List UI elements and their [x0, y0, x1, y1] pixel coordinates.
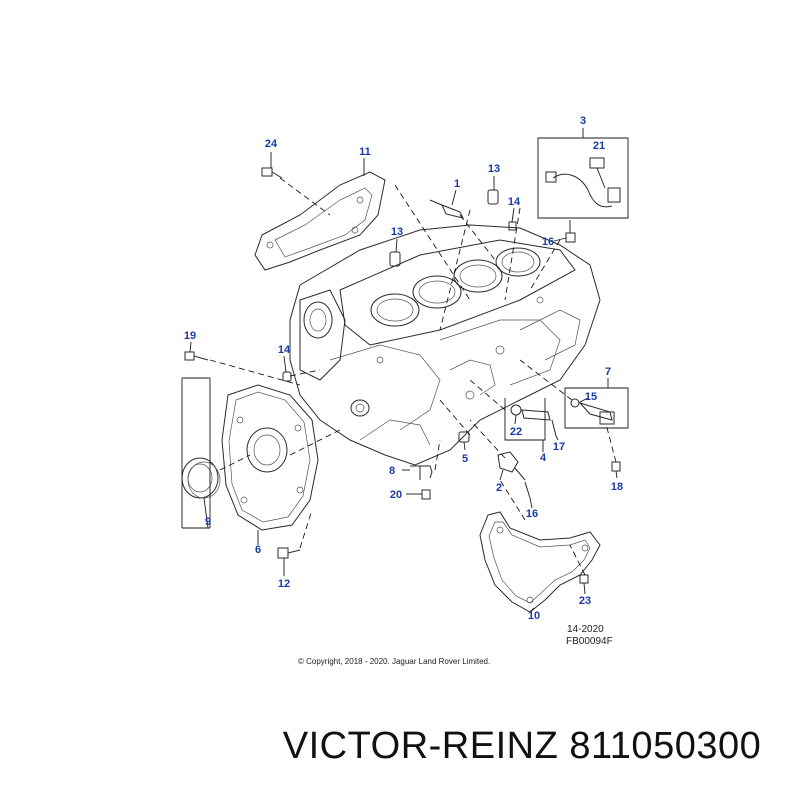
- callout-9: 9: [205, 516, 211, 528]
- plug-13-top: [487, 189, 499, 205]
- bolt-17: [551, 419, 557, 437]
- callout-19: 19: [184, 330, 196, 342]
- bolt-23: [579, 574, 589, 584]
- bolt-18: [611, 461, 621, 472]
- bolt-16-upper: [565, 220, 576, 243]
- callout-labels: 24 11 1 13 14 13 3 21 16 19 14 9 6 12 8 …: [184, 115, 623, 622]
- callout-7: 7: [605, 366, 611, 378]
- callout-16-lower: 16: [526, 508, 538, 520]
- group-3-box: [537, 128, 629, 219]
- brand-part-number: VICTOR-REINZ 811050300: [283, 725, 761, 767]
- group-7-box: [564, 378, 629, 429]
- callout-20: 20: [390, 489, 402, 501]
- plug-13-mid: [389, 251, 401, 267]
- bolt-19: [184, 351, 209, 361]
- plug-5: [458, 431, 470, 443]
- bolt-24: [261, 167, 283, 179]
- callout-12: 12: [278, 578, 290, 590]
- sensor-2: [497, 451, 526, 481]
- bolt-20: [421, 489, 431, 500]
- leader-lines: [181, 152, 618, 613]
- callout-14-left: 14: [278, 344, 291, 356]
- callout-6: 6: [255, 544, 261, 556]
- callout-3: 3: [580, 115, 586, 127]
- callout-24: 24: [265, 138, 278, 150]
- sensor-21-harness: [545, 157, 621, 208]
- callout-15: 15: [585, 391, 597, 403]
- copyright-text: © Copyright, 2018 - 2020. Jaguar Land Ro…: [298, 657, 490, 666]
- callout-8: 8: [389, 465, 395, 477]
- front-cover-part: [221, 384, 319, 531]
- reference-date: 14-2020: [567, 624, 604, 635]
- callout-21: 21: [593, 140, 605, 152]
- sensor-15: [570, 398, 615, 425]
- callout-2: 2: [496, 482, 502, 494]
- plug-14-left: [282, 371, 292, 382]
- callout-18: 18: [611, 481, 623, 493]
- engine-block: [289, 224, 601, 466]
- callout-13-top: 13: [488, 163, 500, 175]
- oil-seal-9: [181, 457, 221, 499]
- bolt-12: [277, 547, 301, 559]
- callout-14-top: 14: [508, 196, 521, 208]
- upper-cover-part: [254, 171, 386, 271]
- bolt-16-lower: [524, 481, 531, 499]
- reference-code: FB00094F: [566, 636, 613, 647]
- sensor-22: [510, 404, 551, 421]
- callout-13-mid: 13: [391, 226, 403, 238]
- bolt-14-upper: [508, 221, 517, 231]
- callout-11: 11: [359, 146, 371, 158]
- callout-22: 22: [510, 426, 522, 438]
- callout-1: 1: [454, 178, 460, 190]
- sensor-1: [429, 199, 464, 219]
- callout-4: 4: [540, 452, 547, 464]
- callout-10: 10: [528, 610, 540, 622]
- callout-17: 17: [553, 441, 565, 453]
- callout-16-top: 16: [542, 236, 554, 248]
- group-4-box: [504, 398, 546, 441]
- callout-5: 5: [462, 453, 468, 465]
- callout-23: 23: [579, 595, 591, 607]
- clip-8: [410, 465, 433, 480]
